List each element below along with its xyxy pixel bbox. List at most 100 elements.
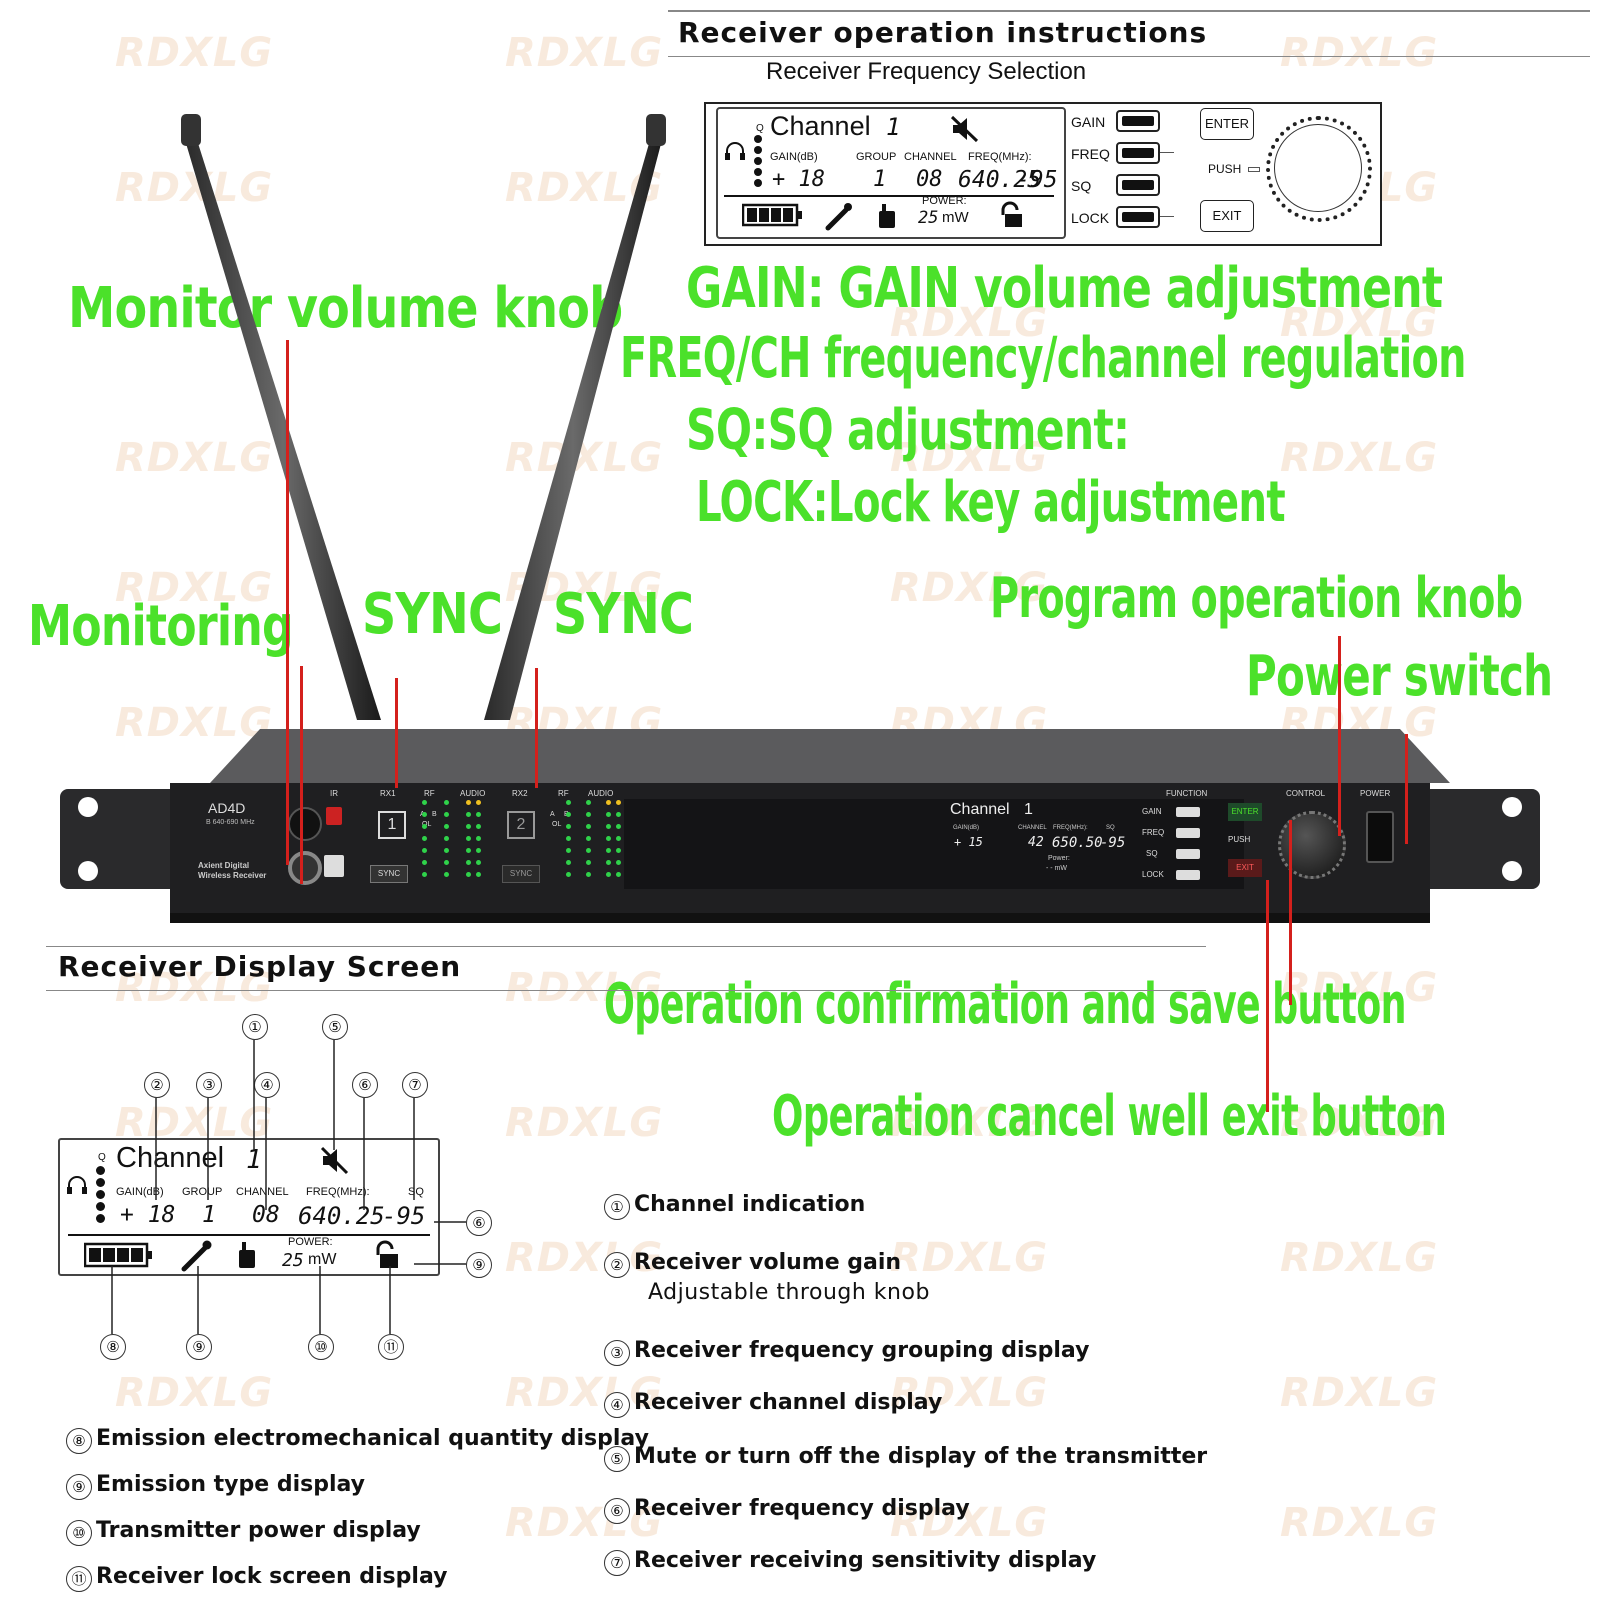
audio-label-2: AUDIO (588, 789, 614, 798)
antenna-left (181, 114, 381, 720)
device-sq-button[interactable] (1176, 849, 1200, 859)
gain-button[interactable] (1116, 110, 1160, 132)
control-knob[interactable] (1266, 116, 1372, 222)
sq-value: -95 (382, 1202, 426, 1230)
sync-button-2[interactable]: SYNC (502, 865, 540, 883)
watermark: RDXLG (1280, 30, 1439, 76)
channel-label: Channel (770, 111, 871, 141)
fn-label-lock: LOCK (1071, 210, 1110, 226)
leader-sync-2 (535, 668, 538, 788)
lock-button[interactable] (1116, 206, 1160, 228)
legend-num: ④ (604, 1392, 630, 1418)
legend-item: Receiver channel display (634, 1390, 943, 1415)
sync-button-1[interactable]: SYNC (370, 865, 408, 883)
channel-col-label: CHANNEL (236, 1186, 289, 1198)
device-lock-button[interactable] (1176, 870, 1200, 880)
watermark: RDXLG (115, 1370, 274, 1416)
annotation-monitoring: Monitoring (28, 594, 294, 659)
band-label: B 640-690 MHz (206, 819, 255, 826)
callout-11: ⑪ (378, 1334, 404, 1360)
device-exit-button[interactable]: EXIT (1228, 859, 1262, 877)
watermark: RDXLG (1280, 300, 1439, 346)
lock-tick (1160, 216, 1174, 217)
watermark: RDXLG (1280, 1100, 1439, 1146)
watermark: RDXLG (505, 1235, 664, 1281)
device-lcd-gain: + 15 (954, 835, 983, 849)
freq-value: 640.25 (298, 1202, 385, 1230)
mute-icon (320, 1146, 349, 1175)
power-switch[interactable] (1366, 811, 1394, 863)
callout-3: ③ (196, 1072, 222, 1098)
group-value: 1 (873, 167, 887, 192)
model-label: AD4D (208, 800, 246, 816)
bodypack-icon (239, 1242, 255, 1268)
watermark: RDXLG (890, 565, 1049, 611)
watermark: RDXLG (890, 435, 1049, 481)
power-label: POWER: (922, 195, 967, 207)
watermark: RDXLG (890, 1235, 1049, 1281)
device-freq-button[interactable] (1176, 828, 1200, 838)
fn-label-gain: GAIN (1071, 114, 1106, 130)
power-value: 25 (918, 208, 939, 228)
push-indicator (1248, 167, 1260, 172)
watermark: RDXLG (890, 1100, 1049, 1146)
legend-item: Receiver frequency display (634, 1496, 970, 1521)
callout-6: ⑥ (352, 1072, 378, 1098)
device-fn-sq-label: SQ (1146, 849, 1158, 858)
lock-open-icon (376, 1240, 398, 1268)
q-indicator: Q (756, 123, 764, 134)
device-gain-button[interactable] (1176, 807, 1200, 817)
audio-label: AUDIO (460, 789, 486, 798)
gain-value: + 18 (120, 1202, 176, 1228)
sq-button[interactable] (1116, 174, 1160, 196)
enter-button[interactable]: ENTER (1200, 108, 1254, 140)
legend-num: ③ (604, 1340, 630, 1366)
watermark: RDXLG (1280, 1235, 1439, 1281)
power-unit: mW (308, 1251, 337, 1268)
headphone-icon (67, 1176, 87, 1194)
watermark: RDXLG (505, 1370, 664, 1416)
legend-num: ⑦ (604, 1550, 630, 1576)
headphone-jack[interactable] (288, 851, 322, 885)
annotation-monitor-knob: Monitor volume knob (68, 276, 623, 341)
annotation-cancel: Operation cancel well exit button (772, 1084, 1447, 1149)
sq-label: SQ (408, 1186, 424, 1198)
gain-label: GAIN(dB) (770, 151, 818, 163)
lock-open-icon (1001, 201, 1022, 227)
device-lcd-power-value: - - mW (1046, 865, 1067, 872)
device-lcd-gain-label: GAIN(dB) (953, 825, 980, 831)
annotation-sync-2: SYNC (553, 582, 694, 647)
battery-icon (742, 203, 802, 227)
device-enter-button[interactable]: ENTER (1228, 803, 1262, 821)
watermark: RDXLG (1280, 965, 1439, 1011)
watermark: RDXLG (505, 435, 664, 481)
ir-sync-button[interactable] (324, 855, 344, 877)
ol-label-2: OL (552, 821, 562, 828)
annotation-sync-1: SYNC (362, 582, 503, 647)
freq-tick (1160, 152, 1174, 153)
device-lcd-sq-label: SQ (1106, 825, 1115, 831)
annotation-lock: LOCK:Lock key adjustment (696, 470, 1286, 535)
callout-8: ⑧ (100, 1334, 126, 1360)
freq-button[interactable] (1116, 142, 1160, 164)
callout-7: ⑦ (402, 1072, 428, 1098)
monitor-volume-knob[interactable] (288, 807, 322, 841)
headphone-icon (725, 142, 745, 160)
top-rule (668, 10, 1590, 12)
device-lcd-freq: 650.50 (1052, 835, 1103, 851)
callout-9-right: ⑨ (466, 1252, 492, 1278)
leader-cancel (1266, 880, 1269, 1112)
annotation-program-knob: Program operation knob (990, 566, 1523, 631)
watermark: RDXLG (890, 300, 1049, 346)
leader-program-knob (1338, 636, 1341, 836)
watermark: RDXLG (115, 700, 274, 746)
push-label: PUSH (1208, 162, 1242, 176)
bodypack-icon (879, 204, 895, 228)
channel-col-value: 08 (916, 167, 943, 192)
group-label: GROUP (856, 151, 897, 163)
watermark: RDXLG (890, 1370, 1049, 1416)
lcd-divider (68, 1234, 430, 1236)
exit-button[interactable]: EXIT (1200, 200, 1254, 232)
callout-4: ④ (254, 1072, 280, 1098)
watermark: RDXLG (890, 1500, 1049, 1546)
